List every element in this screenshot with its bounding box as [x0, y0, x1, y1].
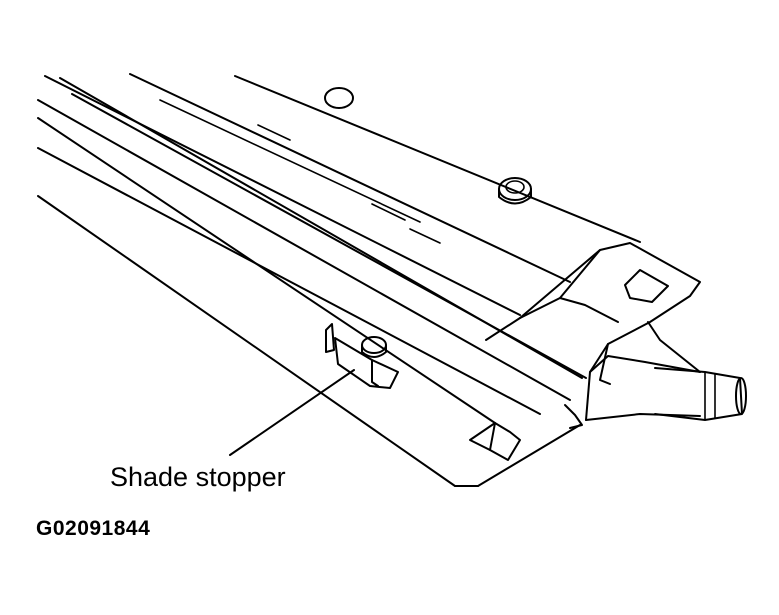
callout-leader-line — [229, 369, 355, 456]
rail-top-plate — [44, 73, 641, 379]
mounting-stud — [498, 177, 532, 205]
figure-code: G02091844 — [36, 517, 151, 540]
rail-end-bracket — [485, 242, 701, 421]
rail-lower-channel — [37, 99, 583, 487]
shade-stopper — [325, 323, 399, 389]
shade-stopper-label: Shade stopper — [110, 462, 286, 492]
mounting-hole — [324, 87, 354, 109]
drain-nozzle — [654, 367, 747, 421]
